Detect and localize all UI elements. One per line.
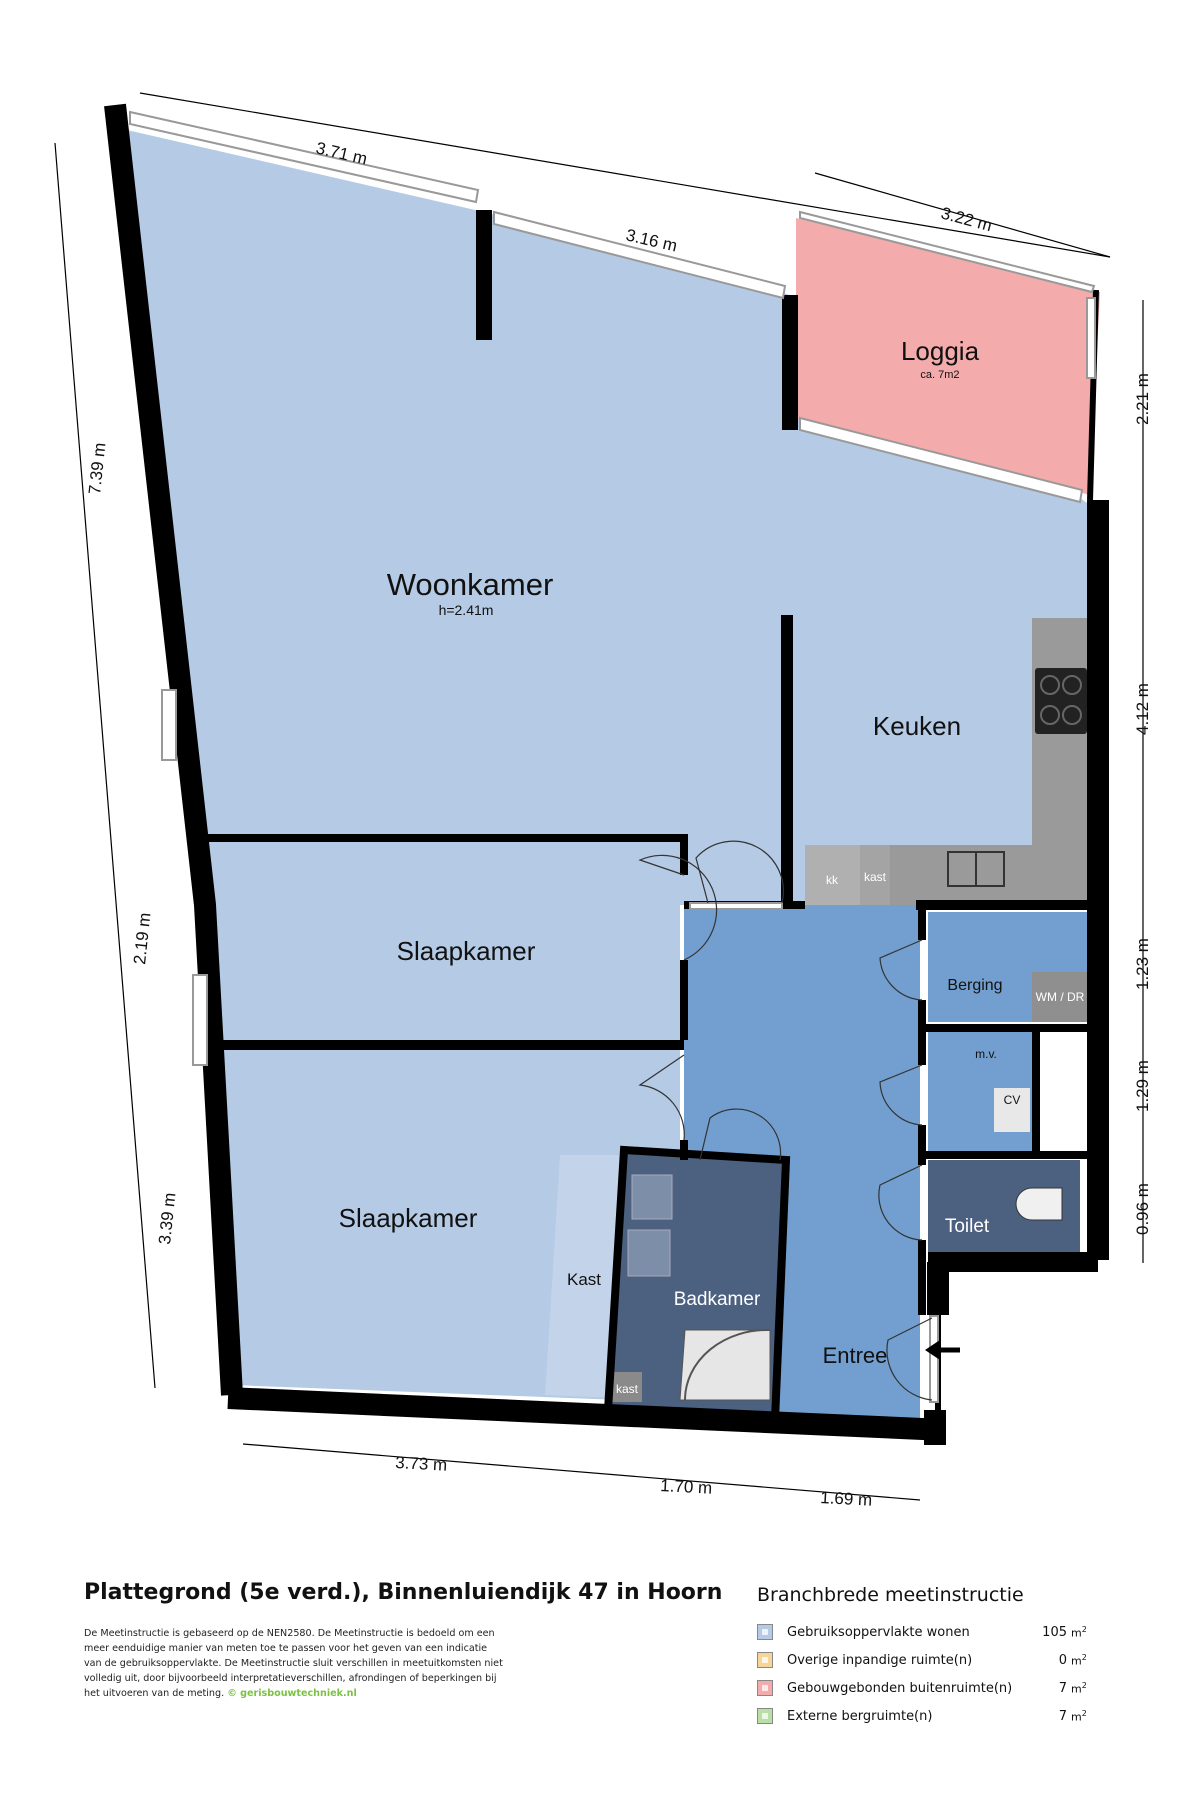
unit-sup: 2 <box>1081 1680 1087 1690</box>
label-woonkamer: Woonkamer <box>387 567 554 602</box>
cv-box <box>994 1088 1030 1132</box>
legend-label: Gebruiksoppervlakte wonen <box>787 1624 970 1640</box>
slaapkamer-1-area <box>200 838 680 1040</box>
entrance-arrow-icon <box>925 1340 960 1360</box>
wm-dr-box <box>1032 972 1088 1022</box>
unit-text: m <box>1071 1710 1082 1724</box>
legend-unit: m2 <box>1067 1653 1097 1668</box>
floor-plan: Woonkamer h=2.41m Loggia ca. 7m2 Keuken … <box>54 92 1152 1510</box>
unit-text: m <box>1071 1626 1082 1640</box>
label-berging: Berging <box>947 977 1002 994</box>
label-kast-bath: kast <box>616 1382 639 1396</box>
label-keuken: Keuken <box>873 711 961 741</box>
walls <box>104 103 1109 1445</box>
label-mv: m.v. <box>975 1047 997 1061</box>
legend-swatch <box>757 1624 773 1640</box>
dim-bottom-1: 3.73 m <box>395 1453 448 1475</box>
legend-item: Overige inpandige ruimte(n) 0 m2 <box>757 1646 1097 1674</box>
dim-right-4: 1.29 m <box>1133 1060 1152 1112</box>
cooktop-icon <box>1035 668 1087 734</box>
woonkamer-area <box>127 130 1090 905</box>
legend: Branchbrede meetinstructie Gebruiksopper… <box>757 1584 1097 1730</box>
label-entree: Entree <box>823 1343 888 1368</box>
legend-value: 7 <box>1058 1708 1067 1724</box>
kast-area <box>545 1155 620 1398</box>
kitchen-cabinet <box>860 845 890 905</box>
legend-swatch <box>757 1680 773 1696</box>
loggia-area <box>796 218 1100 495</box>
legend-item: Gebouwgebonden buitenruimte(n) 7 m2 <box>757 1674 1097 1702</box>
label-slaapkamer-2: Slaapkamer <box>339 1203 478 1233</box>
label-loggia-area: ca. 7m2 <box>920 369 959 381</box>
toilet-bowl-icon <box>1015 1187 1063 1221</box>
dim-right-3: 1.23 m <box>1133 938 1152 990</box>
disclaimer: De Meetinstructie is gebaseerd op de NEN… <box>84 1626 504 1701</box>
legend-unit: m2 <box>1067 1709 1097 1724</box>
kitchen-counter-bottom <box>890 845 1090 905</box>
bath-sink-2 <box>627 1229 671 1277</box>
dim-bottom-3: 1.69 m <box>820 1488 873 1510</box>
disclaimer-text: De Meetinstructie is gebaseerd op de NEN… <box>84 1628 503 1699</box>
legend-value: 105 <box>1042 1624 1067 1640</box>
windows <box>129 110 1096 1403</box>
doors <box>638 840 933 1401</box>
label-toilet: Toilet <box>945 1216 990 1237</box>
footer: Plattegrond (5e verd.), Binnenluiendijk … <box>0 1560 1200 1800</box>
legend-label: Gebouwgebonden buitenruimte(n) <box>787 1680 1013 1696</box>
plan-title: Plattegrond (5e verd.), Binnenluiendijk … <box>84 1580 723 1605</box>
label-kast: Kast <box>567 1270 601 1289</box>
legend-swatch <box>757 1652 773 1668</box>
bath-sink-1 <box>631 1174 673 1220</box>
dim-right-2: 4.12 m <box>1133 683 1152 735</box>
dim-left-upper: 7.39 m <box>85 442 109 496</box>
dim-right-5: 0.96 m <box>1133 1183 1152 1235</box>
unit-sup: 2 <box>1081 1708 1087 1718</box>
legend-item: Externe bergruimte(n) 7 m2 <box>757 1702 1097 1730</box>
fridge-kk <box>805 845 860 905</box>
unit-sup: 2 <box>1081 1624 1087 1634</box>
unit-sup: 2 <box>1081 1652 1087 1662</box>
label-wm-dr: WM / DR <box>1036 990 1085 1004</box>
label-loggia: Loggia <box>901 336 980 366</box>
legend-label: Externe bergruimte(n) <box>787 1708 933 1724</box>
legend-title: Branchbrede meetinstructie <box>757 1584 1024 1606</box>
label-cv: CV <box>1004 1093 1021 1107</box>
label-woonkamer-height: h=2.41m <box>439 602 494 618</box>
legend-swatch <box>757 1708 773 1724</box>
legend-value: 7 <box>1058 1680 1067 1696</box>
dim-right-1: 2.21 m <box>1133 373 1152 425</box>
dim-top-right: 3.22 m <box>939 204 994 236</box>
unit-text: m <box>1071 1682 1082 1696</box>
label-slaapkamer-1: Slaapkamer <box>397 936 536 966</box>
dimension-lines <box>54 92 1144 1501</box>
unit-text: m <box>1071 1654 1082 1668</box>
bath-cabinet <box>612 1372 642 1402</box>
legend-item: Gebruiksoppervlakte wonen 105 m2 <box>757 1618 1097 1646</box>
label-badkamer: Badkamer <box>674 1289 761 1310</box>
legend-label: Overige inpandige ruimte(n) <box>787 1652 973 1668</box>
legend-unit: m2 <box>1067 1681 1097 1696</box>
dim-left-mid: 2.19 m <box>130 912 154 966</box>
shower-icon <box>679 1329 771 1401</box>
legend-value: 0 <box>1058 1652 1067 1668</box>
label-kk: kk <box>826 873 839 887</box>
credit-link[interactable]: © gerisbouwtechniek.nl <box>227 1688 357 1699</box>
legend-unit: m2 <box>1067 1625 1097 1640</box>
legend-rows: Gebruiksoppervlakte wonen 105 m2 Overige… <box>757 1618 1097 1730</box>
dim-left-lower: 3.39 m <box>155 1192 179 1246</box>
label-kast-kitchen: kast <box>864 870 887 884</box>
dim-bottom-2: 1.70 m <box>660 1476 713 1498</box>
